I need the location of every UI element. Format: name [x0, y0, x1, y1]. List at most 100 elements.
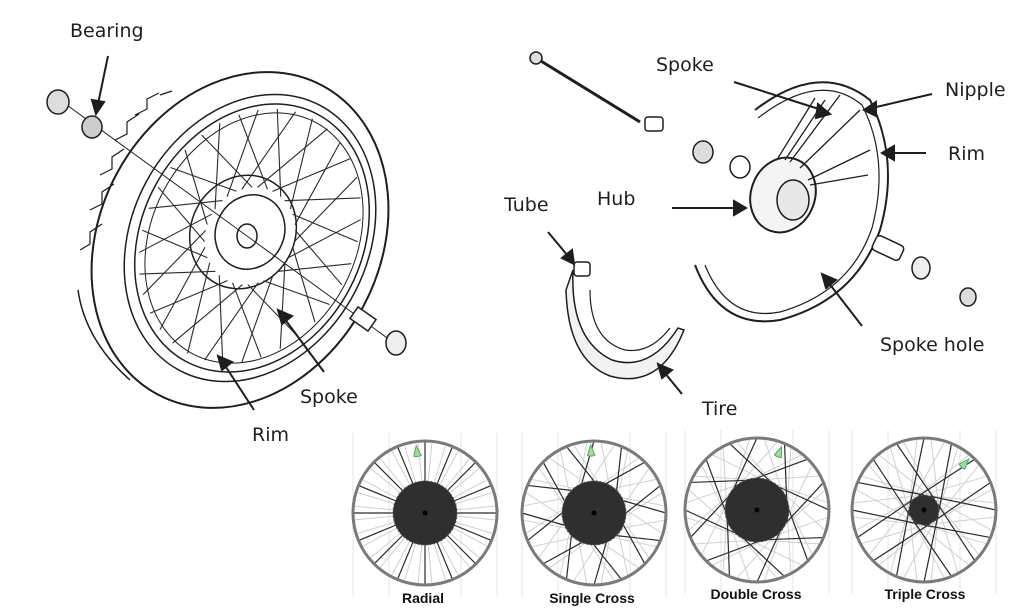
spoke	[705, 458, 726, 511]
spoke	[204, 282, 259, 361]
label-bearing: Bearing	[70, 20, 144, 42]
spoke	[616, 446, 623, 491]
arrow-spoke	[733, 81, 823, 111]
spoke	[238, 114, 268, 190]
right-spacer	[871, 234, 905, 262]
bearing-left	[81, 115, 103, 139]
far-spoke	[889, 508, 910, 574]
spoke	[744, 539, 785, 577]
far-spoke	[624, 522, 651, 559]
far-spoke	[353, 505, 394, 511]
arrow-spoke	[283, 317, 325, 373]
caption-radial: Radial	[401, 590, 444, 606]
spoke	[923, 515, 939, 583]
spoke	[593, 544, 623, 580]
far-spoke	[722, 446, 727, 501]
far-spoke	[867, 502, 912, 556]
spoke	[149, 280, 228, 314]
far-spoke	[852, 516, 920, 525]
tire-tread	[79, 90, 173, 251]
spoke	[521, 512, 565, 526]
spoke	[292, 213, 358, 243]
far-spoke	[622, 519, 666, 529]
spoke	[623, 500, 667, 514]
far-spoke	[578, 441, 588, 485]
far-spoke	[753, 541, 803, 567]
label-rim-exploded: Rim	[948, 143, 985, 165]
spoke	[447, 461, 477, 491]
lacing-wheel-double-cross	[683, 430, 831, 594]
far-spoke	[452, 527, 489, 548]
far-spoke	[378, 537, 406, 569]
spoke	[447, 535, 477, 565]
hub-bearing-1	[692, 140, 714, 164]
far-spoke	[911, 440, 946, 501]
far-spoke	[622, 497, 666, 507]
far-spoke	[417, 544, 423, 585]
spoke	[284, 197, 361, 202]
spoke	[705, 541, 758, 562]
far-spoke	[559, 533, 570, 577]
spoke	[148, 200, 223, 209]
far-spoke	[456, 505, 497, 511]
axle-head	[529, 51, 543, 65]
far-spoke	[878, 522, 932, 567]
far-spoke	[860, 475, 926, 496]
angle-marker	[773, 445, 783, 459]
far-spoke	[618, 449, 629, 493]
label-hub: Hub	[597, 188, 636, 210]
far-spoke	[784, 494, 827, 532]
far-spoke	[530, 478, 574, 489]
arrow-bearing	[97, 55, 109, 105]
far-spoke	[433, 543, 447, 583]
spoke	[138, 213, 213, 253]
far-spoke	[936, 502, 981, 556]
far-spoke	[600, 441, 610, 485]
spoke	[527, 512, 563, 542]
spoke	[263, 280, 330, 305]
rim-inner	[144, 112, 364, 364]
far-spoke	[787, 519, 792, 574]
exploded-spokes	[777, 94, 871, 186]
far-spoke	[603, 543, 640, 570]
far-spoke	[741, 440, 779, 483]
spoke	[272, 158, 351, 192]
spoke	[872, 523, 931, 562]
tire-section	[565, 269, 685, 380]
spoke	[373, 535, 403, 565]
spoke	[214, 123, 221, 210]
rim	[133, 103, 371, 373]
far-spoke	[590, 544, 616, 583]
far-spoke	[930, 438, 939, 506]
far-spoke	[867, 464, 912, 518]
spoke	[756, 532, 781, 583]
spoke	[938, 443, 953, 511]
far-spoke	[417, 441, 423, 482]
far-spoke	[390, 449, 411, 486]
caption-double-cross: Double Cross	[710, 586, 802, 602]
far-spoke	[933, 488, 994, 523]
axle-line	[59, 99, 391, 341]
far-spoke	[590, 443, 616, 482]
far-spoke	[625, 509, 664, 535]
arrows-assembled	[90, 55, 325, 411]
far-spoke	[361, 478, 398, 499]
spoke	[436, 446, 454, 484]
axle-nut	[959, 287, 977, 307]
far-spoke	[524, 509, 563, 535]
arrow-spoke-hole-head	[820, 272, 838, 290]
far-spoke	[455, 491, 495, 505]
far-spoke	[693, 540, 748, 545]
far-spoke	[624, 467, 651, 504]
far-spoke	[600, 541, 610, 585]
far-spoke	[909, 514, 918, 582]
far-spoke	[603, 456, 640, 483]
spoke	[294, 230, 343, 286]
rim-arc	[694, 81, 889, 323]
arrow-rim-head	[216, 354, 234, 372]
spoke	[287, 219, 362, 259]
far-spoke	[860, 524, 926, 545]
hub-bearing-2	[729, 155, 751, 179]
rim	[520, 439, 668, 587]
